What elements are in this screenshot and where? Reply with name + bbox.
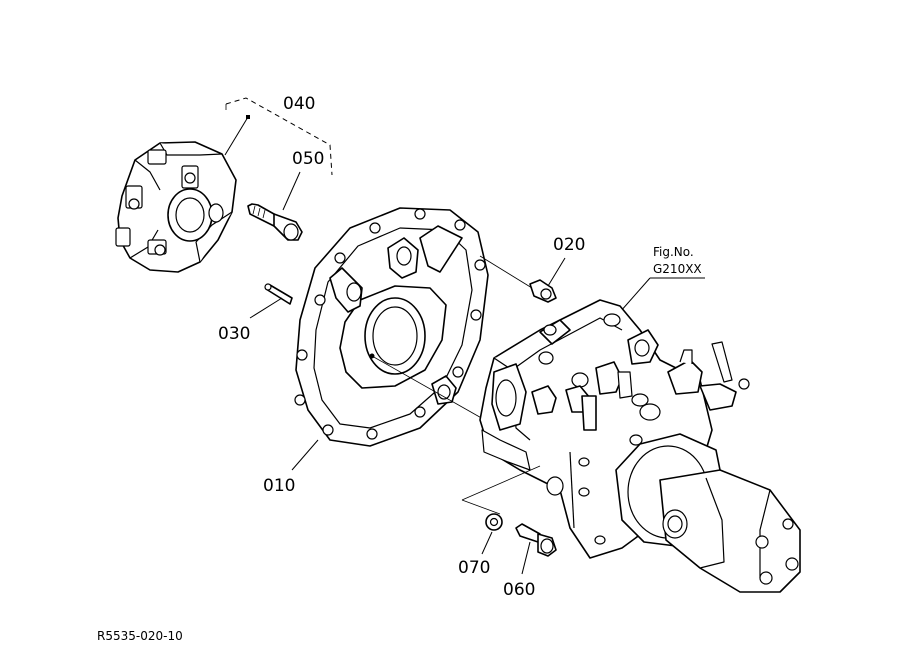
- coupling-element-part[interactable]: [115, 141, 237, 273]
- label-050[interactable]: 050: [292, 149, 324, 169]
- label-020[interactable]: 020: [553, 235, 585, 255]
- fig-no-label: Fig.No.: [653, 245, 694, 259]
- drawing-code: R5535-020-10: [97, 629, 183, 643]
- fig-ref-number[interactable]: G210XX: [653, 262, 702, 276]
- bolt-050-part[interactable]: [247, 203, 303, 241]
- pin-030-part[interactable]: [264, 283, 293, 305]
- flange-housing-part[interactable]: [294, 207, 489, 447]
- hydraulic-pump-assembly[interactable]: [479, 299, 801, 593]
- washer-070-part[interactable]: [485, 513, 503, 531]
- label-030[interactable]: 030: [218, 324, 250, 344]
- label-010[interactable]: 010: [263, 476, 295, 496]
- bolt-020-part[interactable]: [529, 279, 557, 303]
- label-040[interactable]: 040: [283, 94, 315, 114]
- label-070[interactable]: 070: [458, 558, 490, 578]
- bolt-060-part[interactable]: [515, 523, 557, 557]
- label-060[interactable]: 060: [503, 580, 535, 600]
